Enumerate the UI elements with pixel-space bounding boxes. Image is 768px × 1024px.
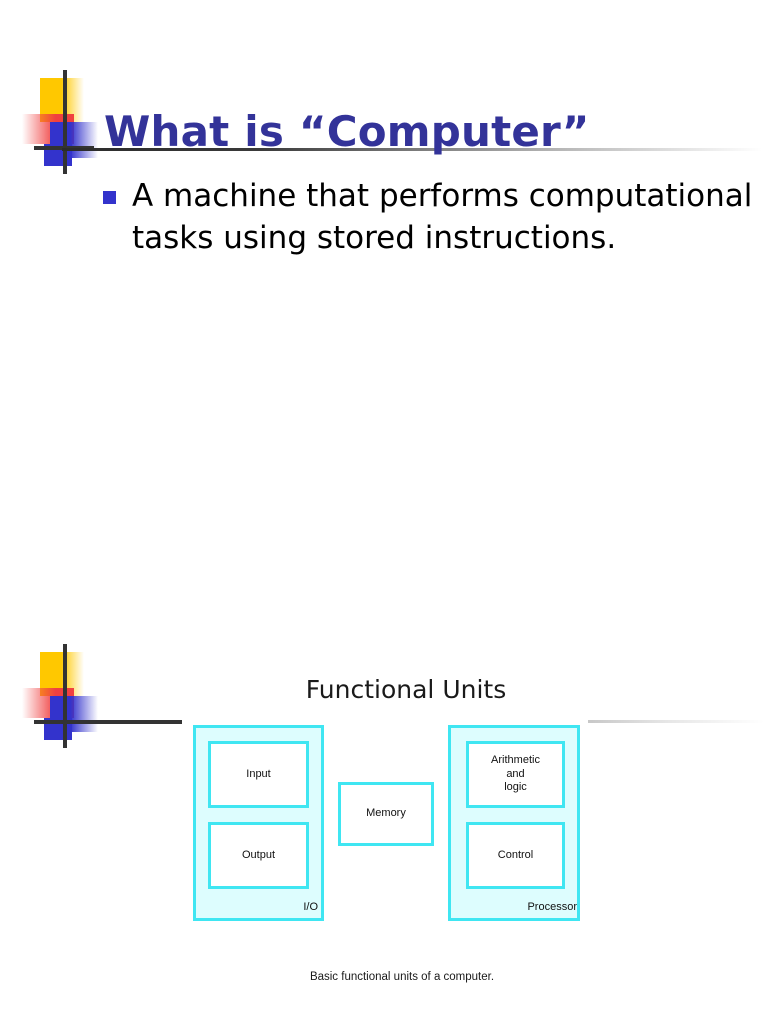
deco-vertical-rule	[63, 70, 67, 174]
section-heading-text: Functional Units	[305, 675, 507, 704]
lower-faint-rule	[588, 720, 764, 723]
diagram-group-label-processor: Processor	[527, 901, 577, 913]
title-underline-rule	[62, 148, 762, 151]
deco-vertical-rule	[63, 644, 67, 748]
diagram-box-control: Control	[466, 822, 565, 889]
diagram-box-input: Input	[208, 741, 309, 808]
lower-decoration-mark	[22, 644, 182, 752]
diagram-group-label-io: I/O	[303, 901, 318, 913]
bullet-list-item: A machine that performs computational ta…	[103, 175, 753, 259]
page-title: What is “Computer”	[104, 107, 590, 157]
diagram-box-memory: Memory	[338, 782, 434, 846]
alu-label-line3: logic	[504, 781, 527, 794]
diagram-box-arithmetic-and-logic: Arithmetic and logic	[466, 741, 565, 808]
section-heading: Functional Units	[0, 675, 768, 704]
bullet-item-text: A machine that performs computational ta…	[132, 178, 753, 257]
diagram-caption: Basic functional units of a computer.	[0, 971, 768, 983]
diagram-box-output: Output	[208, 822, 309, 889]
bullet-marker-icon	[103, 191, 116, 204]
diagram-caption-text: Basic functional units of a computer.	[309, 971, 495, 983]
deco-horizontal-rule	[34, 720, 182, 724]
alu-label-line1: Arithmetic	[491, 753, 540, 766]
alu-label-line2: and	[506, 767, 525, 780]
